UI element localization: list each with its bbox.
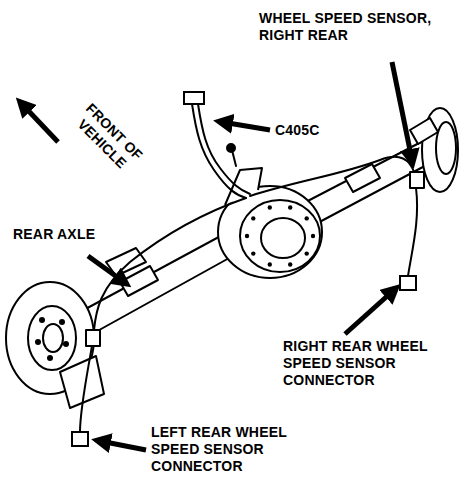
leader-arrow: [100, 441, 146, 450]
cover-bolts: [245, 205, 315, 266]
wheel-stud: [39, 317, 45, 323]
caliper-right: [410, 118, 438, 144]
spring-seat: [345, 164, 380, 192]
cover-bolt: [305, 216, 309, 220]
right-sensor-wire: [250, 157, 414, 196]
left-sensor-wire: [94, 198, 246, 330]
axle-tube-right: [300, 140, 436, 226]
wheel-stud: [35, 339, 41, 345]
hub-cap: [43, 324, 63, 352]
cover-bolt: [311, 234, 315, 238]
wheel-speed-sensor-left: [86, 330, 100, 346]
callout-label: C405C: [274, 122, 356, 139]
left-rear-connector: [72, 432, 88, 446]
cover-bolt: [251, 251, 255, 255]
cover-bolt: [288, 205, 292, 209]
leader-arrow: [392, 62, 412, 160]
wheel-stud: [47, 355, 53, 361]
left-sensor-lead: [80, 346, 92, 432]
cover-bolt: [245, 234, 249, 238]
cover-bolt: [305, 251, 309, 255]
right-sensor-lead: [408, 188, 417, 276]
studs: [35, 317, 69, 361]
wheel-stud: [63, 341, 69, 347]
cover-bolt: [268, 262, 272, 266]
callout-label: WHEEL SPEED SENSOR, RIGHT REAR: [258, 10, 450, 44]
axle-tube-left: [80, 232, 240, 334]
callout-label: FRONT OF VEHICLE: [63, 93, 154, 184]
mounting-bolt-head: [227, 144, 235, 152]
leader-arrow: [345, 290, 394, 334]
wheel-stud: [59, 319, 65, 325]
leader-arrow: [88, 256, 124, 282]
cover-center: [261, 218, 305, 258]
hub-right: [436, 122, 456, 174]
cover-bolt: [268, 205, 272, 209]
callout-label: REAR AXLE: [12, 226, 114, 243]
leader-arrows: [22, 62, 412, 450]
hub-left: [28, 306, 76, 370]
connector-c405c: [184, 92, 204, 104]
callout-label: RIGHT REAR WHEEL SPEED SENSOR CONNECTOR: [282, 338, 469, 389]
cover-bolt: [251, 216, 255, 220]
callout-label: LEFT REAR WHEEL SPEED SENSOR CONNECTOR: [150, 424, 337, 475]
front-arrow: [22, 104, 58, 142]
wheel-speed-sensor-right: [410, 172, 424, 188]
right-rear-connector: [400, 276, 416, 290]
leader-arrow: [222, 122, 270, 130]
differential-cover: [240, 200, 320, 272]
harness-wire: [198, 104, 250, 194]
cover-bolt: [288, 262, 292, 266]
